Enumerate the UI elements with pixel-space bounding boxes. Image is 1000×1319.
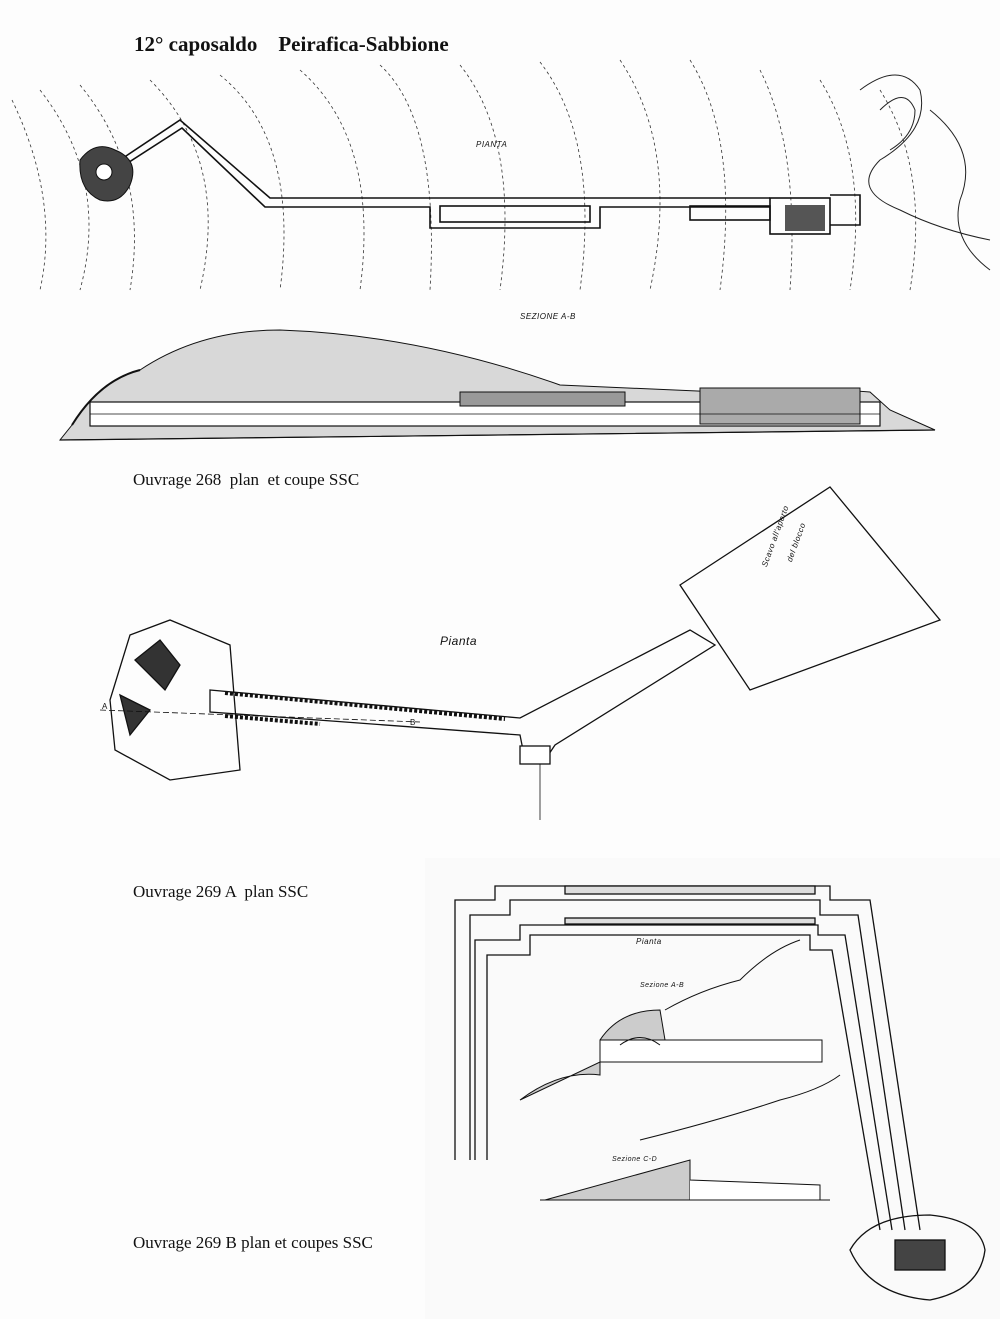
section-ab-label-269b: Sezione A-B	[640, 982, 685, 989]
marker-a: A	[102, 702, 108, 711]
plan-label-269b: Pianta	[636, 937, 662, 946]
page-title: 12° caposaldo Peirafica-Sabbione	[134, 32, 449, 56]
tunnel-plan-268	[119, 118, 861, 235]
contour-lines	[11, 59, 917, 291]
river-lines	[859, 74, 991, 271]
caption-ouvrage-269b: Ouvrage 269 B plan et coupes SSC	[133, 1233, 373, 1252]
caption-ouvrage-269a: Ouvrage 269 A plan SSC	[133, 882, 309, 901]
plan-269a	[99, 486, 942, 820]
caption-ouvrage-268: Ouvrage 268 plan et coupe SSC	[133, 470, 360, 489]
plan-label-269a: Pianta	[440, 634, 478, 648]
section-ab-268	[58, 329, 936, 441]
section-ab-269b	[519, 939, 823, 1101]
section-cd-label-269b: Sezione C-D	[612, 1156, 658, 1163]
marker-b: B	[410, 718, 416, 727]
bunker-block-east	[785, 205, 825, 231]
section-cd-269b	[540, 1074, 841, 1201]
plan-269b	[454, 885, 986, 1301]
section-label-268: SEZIONE A-B	[520, 312, 576, 321]
plan-label-268: PIANTA	[476, 140, 508, 149]
